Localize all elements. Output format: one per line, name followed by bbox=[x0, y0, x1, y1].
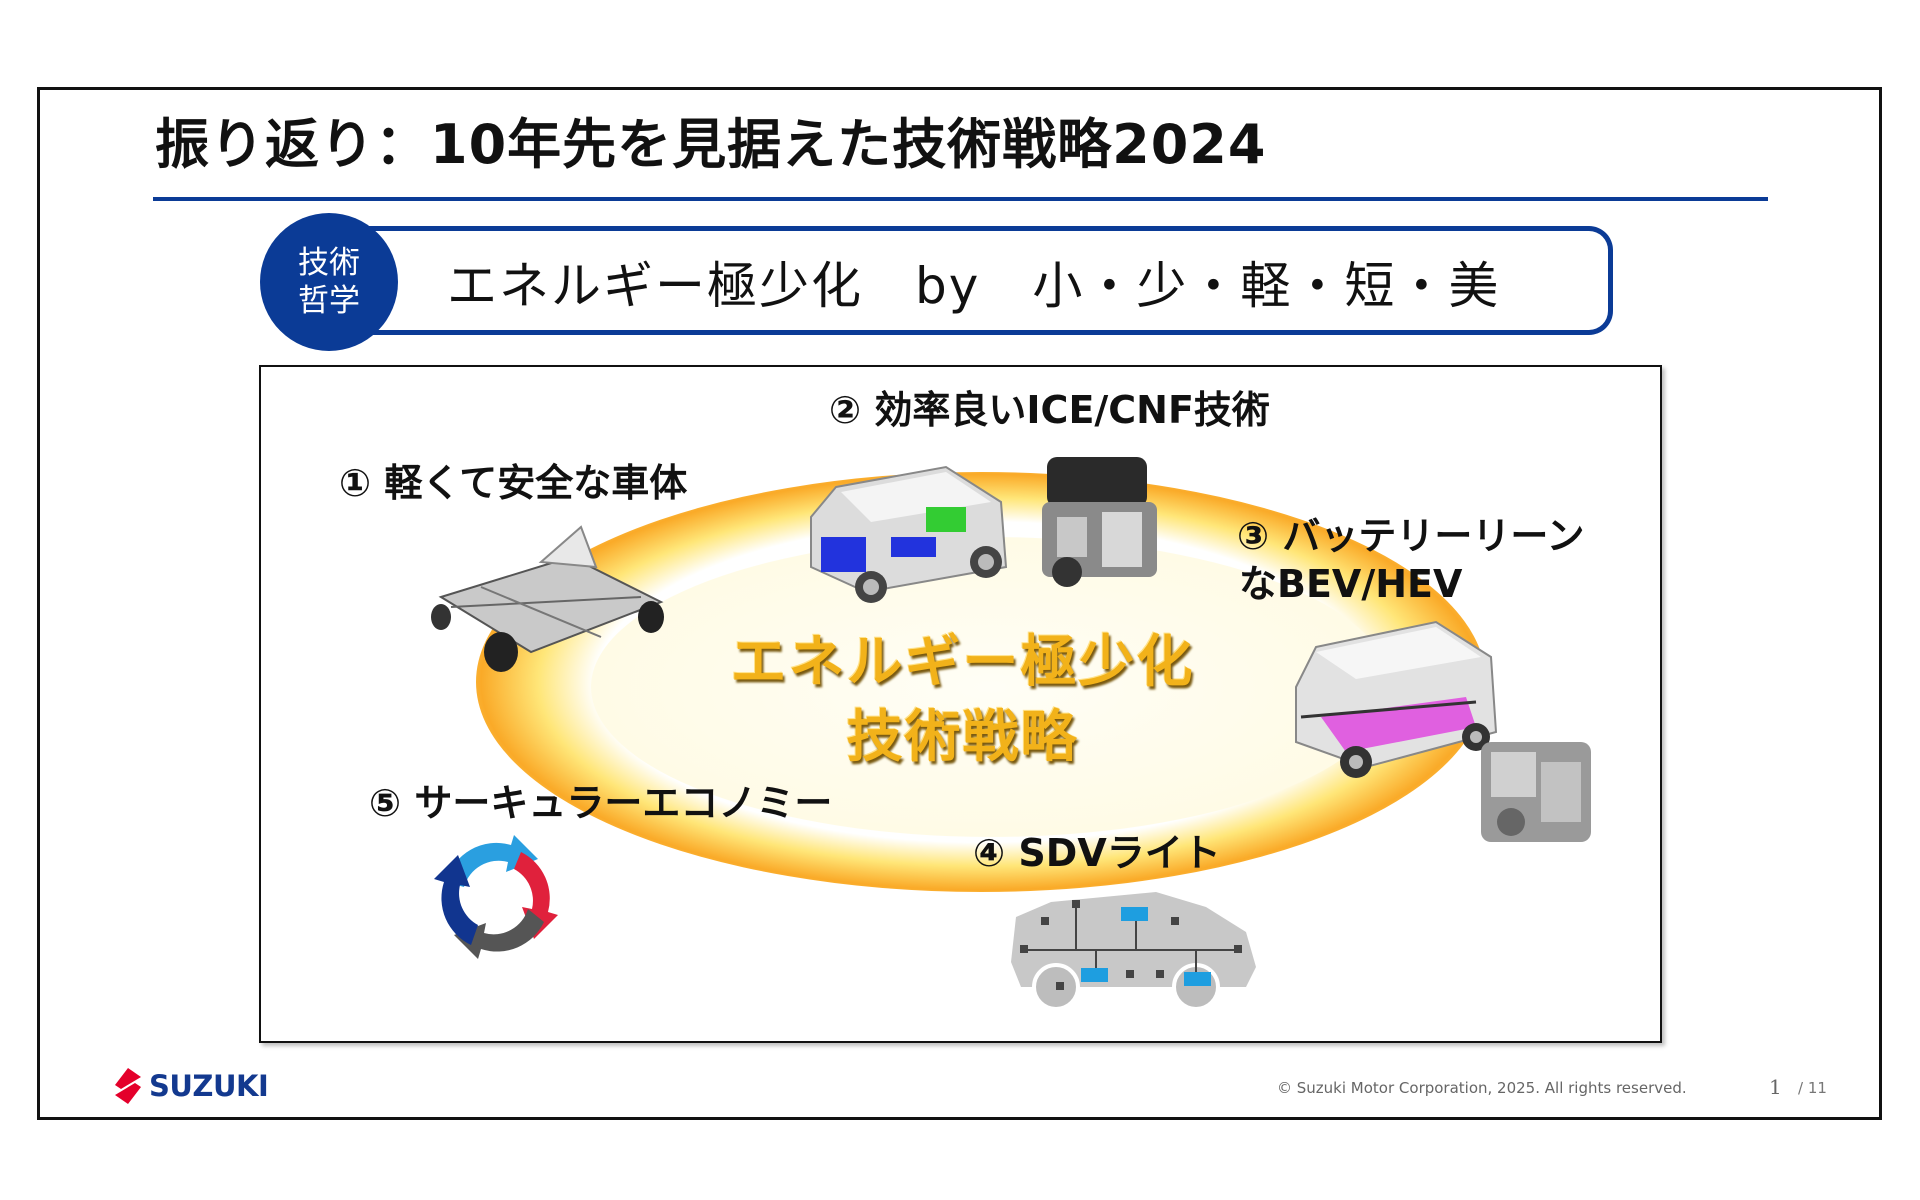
energy-ring-center bbox=[591, 537, 1391, 837]
philosophy-badge: 技術 哲学 bbox=[260, 213, 398, 351]
badge-line-2: 哲学 bbox=[298, 283, 360, 319]
car-and-engine-illustration bbox=[810, 465, 1008, 603]
item-1-label: ① 軽くて安全な車体 bbox=[339, 461, 688, 505]
item-5-number: ⑤ bbox=[369, 781, 402, 825]
slide-title: 振り返り：10年先を見据えた技術戦略2024 bbox=[155, 113, 1267, 176]
item-3-label: ③ バッテリーリーン なBEV/HEV bbox=[1237, 514, 1585, 606]
suzuki-s-mark-icon bbox=[115, 1068, 141, 1104]
item-4-number: ④ bbox=[973, 831, 1006, 875]
car-chassis-illustration bbox=[431, 525, 664, 672]
copyright-text: © Suzuki Motor Corporation, 2025. All ri… bbox=[1277, 1079, 1687, 1097]
page-number-total: / 11 bbox=[1798, 1079, 1827, 1097]
center-title-line-1: エネルギー極少化 bbox=[730, 630, 1195, 695]
item-2-number: ② bbox=[829, 388, 862, 432]
item-5-label: ⑤ サーキュラーエコノミー bbox=[369, 781, 833, 825]
hybrid-unit-illustration bbox=[1481, 742, 1591, 842]
page-number-current: 1 bbox=[1769, 1075, 1782, 1099]
item-3-number: ③ bbox=[1237, 514, 1270, 558]
suzuki-wordmark: SUZUKI bbox=[149, 1069, 269, 1103]
bev-battery-illustration bbox=[1295, 620, 1498, 778]
item-4-label: ④ SDVライト bbox=[973, 831, 1221, 875]
suzuki-logo: SUZUKI bbox=[113, 1068, 269, 1104]
philosophy-text: エネルギー極少化 by 小・少・軽・短・美 bbox=[447, 257, 1501, 315]
engine-illustration bbox=[1042, 457, 1157, 587]
title-underline bbox=[153, 197, 1768, 201]
item-2-label: ② 効率良いICE/CNF技術 bbox=[829, 388, 1270, 432]
philosophy-banner bbox=[352, 226, 1613, 335]
sdv-network-illustration bbox=[1011, 892, 1256, 1007]
center-title-line-2: 技術戦略 bbox=[846, 705, 1079, 770]
circular-cycle-arrows-icon bbox=[434, 835, 558, 959]
badge-line-1: 技術 bbox=[298, 245, 360, 281]
strategy-diagram-panel: エネルギー極少化 技術戦略 ① 軽くて安全な車体 ② 効率良いICE/CNF技術 bbox=[259, 365, 1662, 1043]
item-1-number: ① bbox=[339, 461, 372, 505]
